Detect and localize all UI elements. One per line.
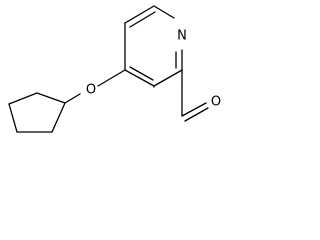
aldehyde-group xyxy=(181,69,209,122)
bond-c5-c6-inner xyxy=(129,11,156,28)
atom-label-ether-oxygen: O xyxy=(86,83,96,98)
bond-c6-n1 xyxy=(153,5,175,19)
bond-c3-c4-inner xyxy=(129,66,154,81)
chemical-structure: N O O xyxy=(8,5,221,133)
atom-label-pyridine-nitrogen: N xyxy=(177,29,187,44)
bond-c-o-double-1 xyxy=(181,102,207,117)
bond-cp1-cp2 xyxy=(36,92,66,104)
pyridine-ring xyxy=(124,5,183,87)
cyclopentyl-ring xyxy=(8,92,66,133)
bond-cp2-cp3 xyxy=(8,92,38,105)
bond-c2-c3 xyxy=(153,69,183,87)
bond-cp3-cp4 xyxy=(8,103,18,133)
ether-linkage xyxy=(64,69,155,104)
bond-c3-o xyxy=(97,69,126,87)
bond-c-o-double-2 xyxy=(184,107,209,122)
bond-c5-c6 xyxy=(124,5,155,24)
atom-label-aldehyde-oxygen: O xyxy=(211,95,221,110)
bond-o-cyclopentyl xyxy=(64,93,81,104)
bond-c3-c4 xyxy=(124,69,155,87)
bond-cp5-cp1 xyxy=(51,102,66,133)
